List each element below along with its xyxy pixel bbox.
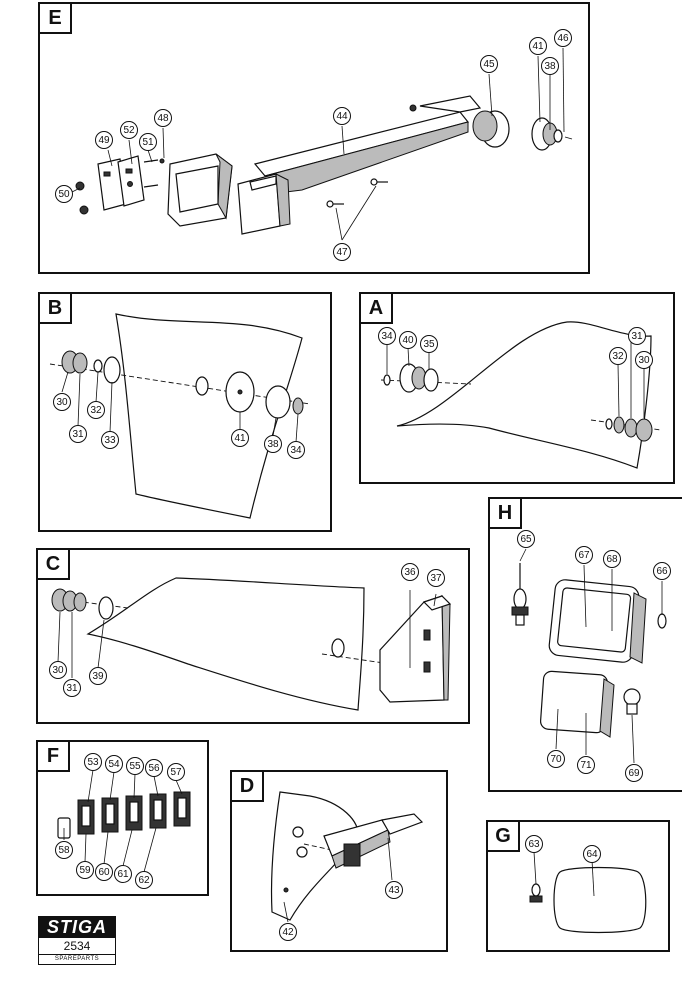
callout-58: 58: [55, 841, 73, 859]
logo-code: 2534: [38, 938, 116, 955]
panel-b: B 30 31 32 33 41 38 34: [38, 292, 332, 532]
panel-c-drawing: [51, 577, 452, 711]
callout-62: 62: [135, 871, 153, 889]
stiga-logo: STIGA 2534 SPAREPARTS: [38, 916, 116, 965]
callout-32: 32: [609, 347, 627, 365]
callout-55: 55: [126, 757, 144, 775]
panel-b-drawing: [49, 313, 311, 519]
callout-30: 30: [53, 393, 71, 411]
callout-54: 54: [105, 755, 123, 773]
callout-30: 30: [635, 351, 653, 369]
callout-32: 32: [87, 401, 105, 419]
panel-e-label: E: [40, 4, 72, 34]
callout-48: 48: [154, 109, 172, 127]
callout-30: 30: [49, 661, 67, 679]
panel-d-label: D: [232, 772, 264, 802]
panel-h-label: H: [490, 499, 522, 529]
callout-52: 52: [120, 121, 138, 139]
panel-a: A 34 40 35 31 32 30: [359, 292, 675, 484]
panel-b-label: B: [40, 294, 72, 324]
callout-31: 31: [69, 425, 87, 443]
panel-h: H 65 67 68 66 70 71 69: [488, 497, 682, 792]
panel-f-label: F: [38, 742, 70, 772]
panel-a-drawing: [380, 321, 662, 469]
panel-c-label: C: [38, 550, 70, 580]
panel-e-drawing: [71, 47, 573, 241]
panel-g: G 63 64: [486, 820, 670, 952]
logo-subtitle: SPAREPARTS: [38, 955, 116, 965]
callout-38: 38: [541, 57, 559, 75]
callout-59: 59: [76, 861, 94, 879]
panel-h-drawing: [511, 548, 667, 764]
callout-50: 50: [55, 185, 73, 203]
callout-45: 45: [480, 55, 498, 73]
callout-46: 46: [554, 29, 572, 47]
callout-41: 41: [529, 37, 547, 55]
callout-33: 33: [101, 431, 119, 449]
callout-70: 70: [547, 750, 565, 768]
callout-44: 44: [333, 107, 351, 125]
callout-64: 64: [583, 845, 601, 863]
panel-f: F 53 54 55 56 57 58 59 60 61 62: [36, 740, 209, 896]
callout-47: 47: [333, 243, 351, 261]
callout-67: 67: [575, 546, 593, 564]
callout-60: 60: [95, 863, 113, 881]
callout-57: 57: [167, 763, 185, 781]
callout-31: 31: [628, 327, 646, 345]
callout-38: 38: [264, 435, 282, 453]
callout-36: 36: [401, 563, 419, 581]
callout-61: 61: [114, 865, 132, 883]
callout-66: 66: [653, 562, 671, 580]
callout-34: 34: [287, 441, 305, 459]
callout-34: 34: [378, 327, 396, 345]
callout-68: 68: [603, 550, 621, 568]
callout-39: 39: [89, 667, 107, 685]
callout-71: 71: [577, 756, 595, 774]
panel-g-label: G: [488, 822, 520, 852]
panel-a-label: A: [361, 294, 393, 324]
callout-65: 65: [517, 530, 535, 548]
panel-d-drawing: [270, 791, 424, 923]
panel-g-drawing: [529, 851, 647, 934]
callout-51: 51: [139, 133, 157, 151]
callout-35: 35: [420, 335, 438, 353]
callout-31: 31: [63, 679, 81, 697]
callout-41: 41: [231, 429, 249, 447]
panel-c: C 36 37 30 31 39: [36, 548, 470, 724]
panel-e: E: [38, 2, 590, 274]
panel-f-drawing: [57, 769, 191, 873]
callout-37: 37: [427, 569, 445, 587]
callout-56: 56: [145, 759, 163, 777]
callout-69: 69: [625, 764, 643, 782]
callout-49: 49: [95, 131, 113, 149]
panel-d: D 42 43: [230, 770, 448, 952]
callout-40: 40: [399, 331, 417, 349]
callout-43: 43: [385, 881, 403, 899]
callout-53: 53: [84, 753, 102, 771]
callout-42: 42: [279, 923, 297, 941]
callout-63: 63: [525, 835, 543, 853]
logo-brand: STIGA: [38, 916, 116, 938]
